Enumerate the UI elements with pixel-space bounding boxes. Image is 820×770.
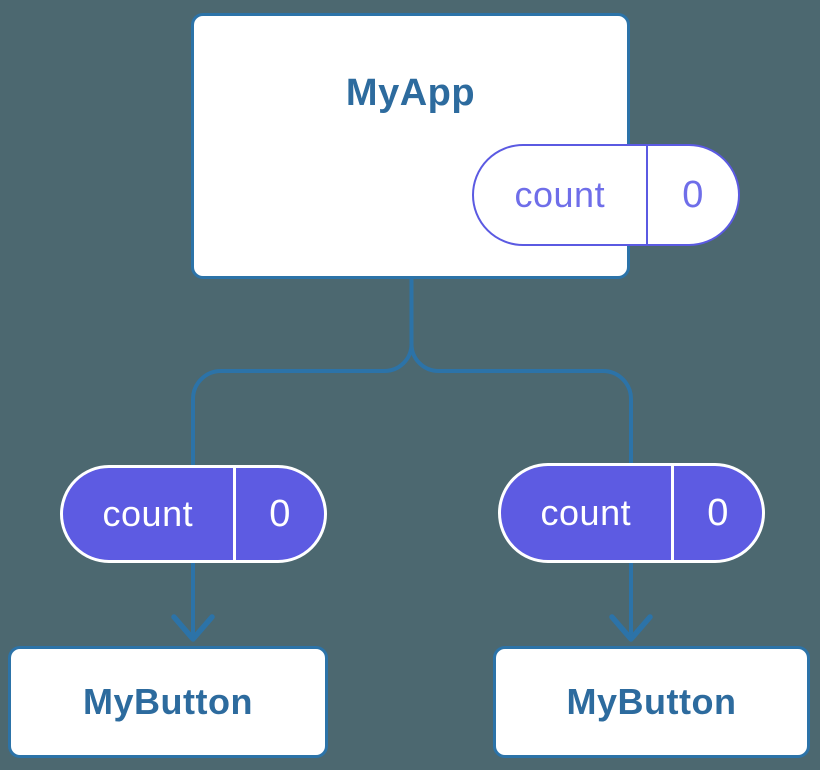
state-pill-left-child: count 0 xyxy=(60,465,327,563)
state-pill-name-cell: count xyxy=(474,146,648,244)
state-value: 0 xyxy=(269,492,291,535)
component-title-right-child: MyButton xyxy=(566,681,737,722)
state-name-label: count xyxy=(102,493,194,534)
state-name-label: count xyxy=(540,492,632,533)
connector-right-branch xyxy=(409,277,633,638)
state-value: 0 xyxy=(682,173,704,216)
connector-left-branch xyxy=(191,277,414,638)
component-card-right-child: MyButton xyxy=(493,646,810,758)
component-card-left-child: MyButton xyxy=(8,646,328,758)
state-pill-right-child: count 0 xyxy=(498,463,765,563)
state-pill-root: count 0 xyxy=(472,144,740,246)
state-pill-name-cell: count xyxy=(501,466,674,560)
state-name-label: count xyxy=(514,174,606,215)
component-title-root: MyApp xyxy=(345,72,476,114)
arrowhead-down-right-icon xyxy=(609,614,653,642)
component-title-left-child: MyButton xyxy=(83,681,253,722)
state-value: 0 xyxy=(707,491,729,534)
arrowhead-down-left-icon xyxy=(171,614,215,642)
component-card-root: MyApp count 0 xyxy=(191,13,740,279)
state-pill-value-cell: 0 xyxy=(674,466,762,560)
state-pill-value-cell: 0 xyxy=(648,146,738,244)
state-pill-value-cell: 0 xyxy=(236,468,324,560)
state-pill-name-cell: count xyxy=(63,468,236,560)
